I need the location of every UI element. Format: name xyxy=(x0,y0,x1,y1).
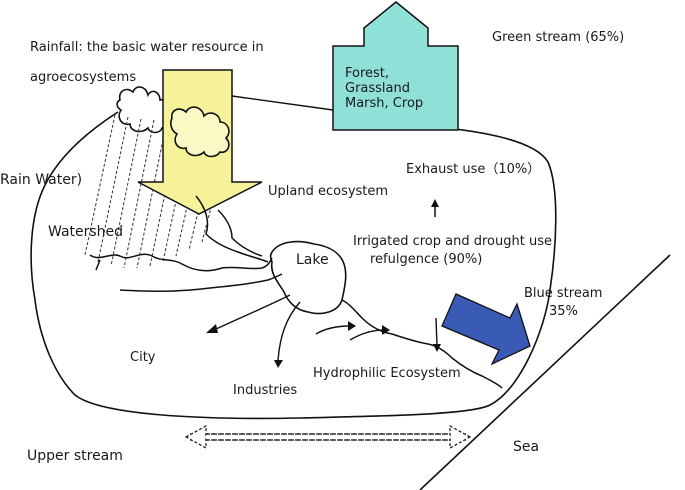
arrow-hydro-2 xyxy=(349,329,385,341)
hydrophilic-ecosystem-label: Hydrophilic Ecosystem xyxy=(313,366,461,381)
forest-label-line1: Forest, xyxy=(345,66,390,81)
double-dashed-arrow xyxy=(184,424,472,450)
blue-stream-label-line1: Blue stream xyxy=(524,286,603,301)
exhaust-up-arrow xyxy=(431,199,439,217)
watershed-boundary xyxy=(30,111,557,420)
flow-arrows xyxy=(213,294,438,361)
upland-ecosystem-label: Upland ecosystem xyxy=(268,184,389,199)
flow-arrowheads xyxy=(206,321,441,368)
blue-stream-arrow xyxy=(441,293,531,366)
green-stream-arrow xyxy=(332,1,459,131)
sea-label: Sea xyxy=(513,439,540,455)
sea-coastline xyxy=(419,254,671,490)
arrow-irrigated xyxy=(435,317,438,347)
rain-cloud-front xyxy=(170,106,230,158)
rain-water-label: Rain Water) xyxy=(0,172,83,188)
rivers xyxy=(89,195,503,389)
arrow-to-city xyxy=(213,294,291,331)
rainfall-label-line2: agroecosystems xyxy=(30,70,137,85)
arrow-hydro-1 xyxy=(315,325,351,335)
upper-stream-label: Upper stream xyxy=(27,448,123,464)
rainfall-label-line1: Rainfall: the basic water resource in xyxy=(30,40,264,55)
exhaust-use-label: Exhaust use（10%） xyxy=(406,162,541,177)
boundary-to-green-box xyxy=(231,95,334,111)
forest-label-line3: Marsh, Crop xyxy=(345,96,424,111)
rain-cloud xyxy=(116,86,171,134)
forest-label-line2: Grassland xyxy=(345,81,410,96)
city-label: City xyxy=(130,350,156,365)
industries-label: Industries xyxy=(233,383,298,398)
green-stream-label: Green stream (65%) xyxy=(492,30,625,45)
arrow-to-industries xyxy=(277,301,301,361)
watershed-label: Watershed xyxy=(48,224,124,240)
blue-stream-label-line2: 35% xyxy=(549,304,578,319)
lake-label: Lake xyxy=(296,252,329,268)
irrigated-label-line1: Irrigated crop and drought use xyxy=(353,234,552,249)
irrigated-label-line2: refulgence (90%) xyxy=(370,252,483,267)
